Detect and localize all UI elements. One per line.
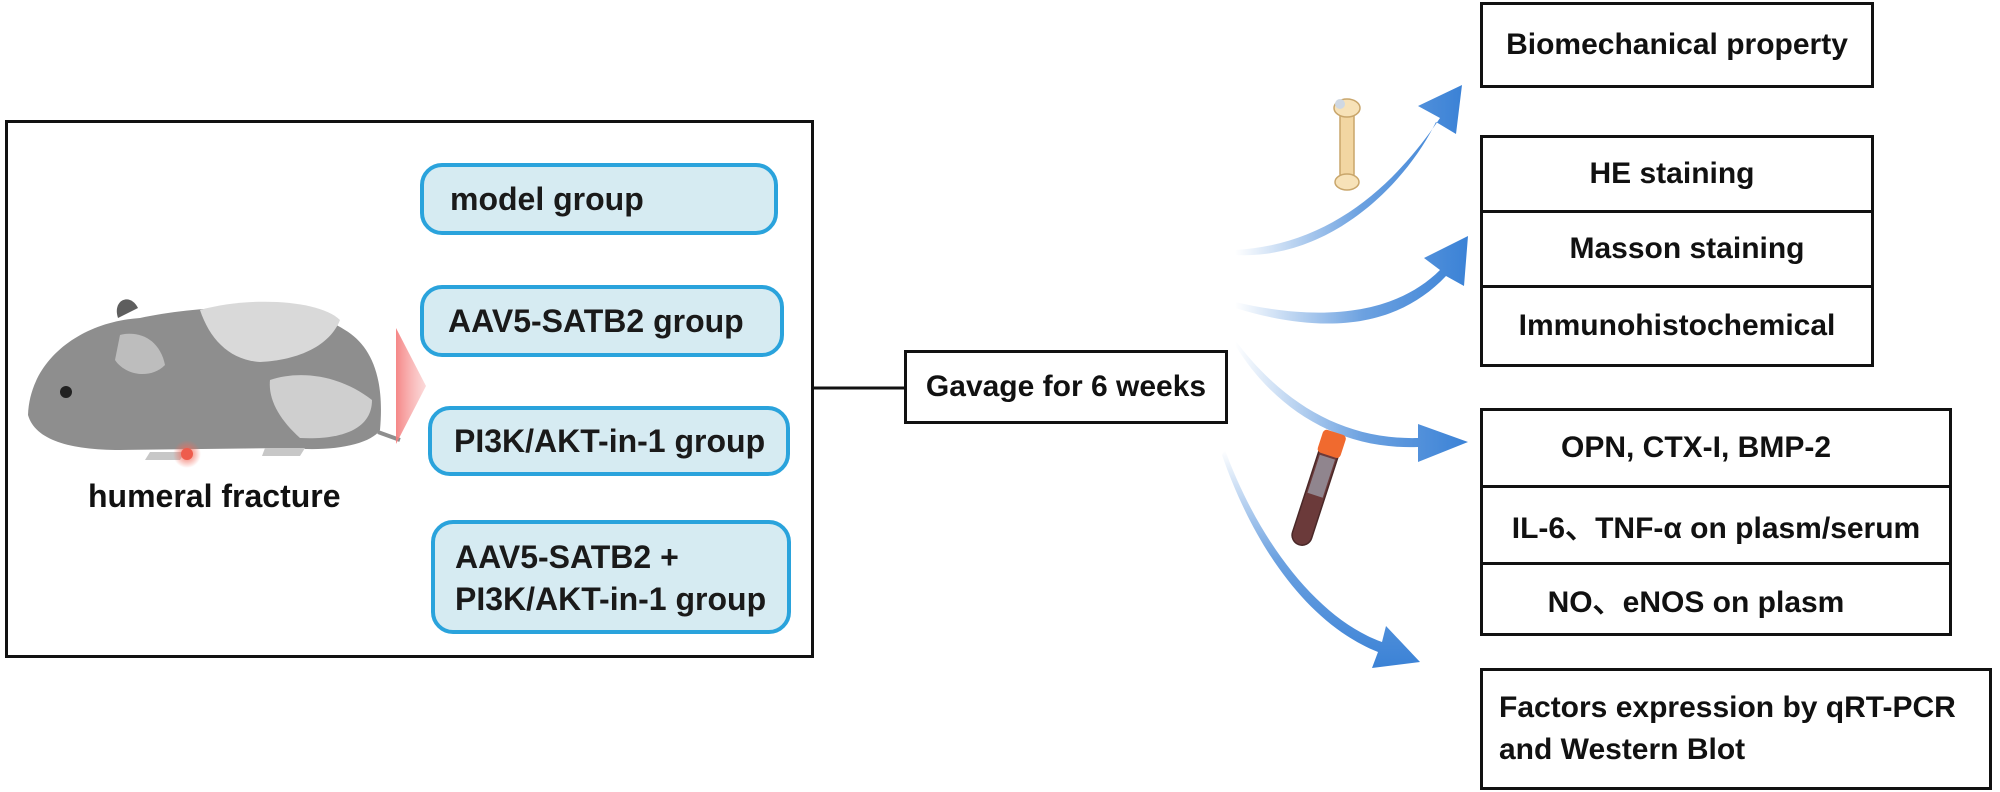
histology-item-he: HE staining: [1480, 135, 1874, 213]
selection-cone: [396, 328, 426, 444]
arrow-to-molecular: [1222, 450, 1420, 668]
model-groups-panel: [5, 120, 814, 658]
arrow-to-biomechanical: [1235, 85, 1462, 256]
gavage-box: Gavage for 6 weeks: [904, 350, 1228, 424]
histology-stack: HE staining Masson staining Immunohistoc…: [1480, 135, 1874, 367]
biomechanical-label: Biomechanical property: [1506, 28, 1848, 61]
histology-item-masson: Masson staining: [1480, 210, 1874, 288]
group-combined: AAV5-SATB2 + PI3K/AKT-in-1 group: [431, 520, 791, 634]
arrow-to-serum: [1235, 340, 1468, 462]
mouse-back-patch: [200, 301, 340, 362]
group-aav5-satb2-label: AAV5-SATB2 group: [448, 302, 744, 339]
mouse-side-patch: [269, 375, 372, 439]
group-pi3k-akt-label: PI3K/AKT-in-1 group: [454, 422, 766, 459]
mouse-eye: [60, 386, 72, 398]
serum-item-no: NO、eNOS on plasm: [1480, 562, 1952, 636]
group-pi3k-akt: PI3K/AKT-in-1 group: [428, 406, 790, 476]
mouse-illustration: [28, 299, 401, 468]
molecular-box: Factors expression by qRT-PCR and Wester…: [1480, 668, 1992, 790]
gavage-label: Gavage for 6 weeks: [925, 370, 1207, 403]
mouse-foot-back: [262, 448, 305, 456]
serum-stack: OPN, CTX-I, BMP-2 IL-6、TNF-α on plasm/se…: [1480, 408, 1952, 636]
blood-tube-icon: [1291, 429, 1346, 546]
serum-item-il6: IL-6、TNF-α on plasm/serum: [1480, 485, 1952, 565]
serum-item-il6-label: IL-6、TNF-α on plasm/serum: [1511, 512, 1921, 545]
histology-item-ihc: Immunohistochemical: [1480, 285, 1874, 367]
model-caption: humeral fracture: [88, 478, 341, 514]
histology-item-ihc-label: Immunohistochemical: [1518, 309, 1836, 342]
bone-icon: [1333, 98, 1361, 191]
serum-item-opn: OPN, CTX-I, BMP-2: [1480, 408, 1952, 488]
mouse-face-patch: [115, 333, 165, 375]
histology-item-masson-label: Masson staining: [1569, 232, 1805, 265]
serum-item-no-label: NO、eNOS on plasm: [1547, 586, 1845, 619]
histology-item-he-label: HE staining: [1589, 157, 1755, 190]
mouse-ear: [116, 299, 138, 318]
group-combined-label: AAV5-SATB2 + PI3K/AKT-in-1 group: [455, 539, 767, 617]
group-model: model group: [420, 163, 778, 235]
group-aav5-satb2: AAV5-SATB2 group: [420, 285, 784, 357]
biomechanical-box: Biomechanical property: [1480, 2, 1874, 88]
group-model-label: model group: [450, 180, 644, 217]
arrow-to-histology: [1235, 236, 1468, 324]
serum-item-opn-label: OPN, CTX-I, BMP-2: [1560, 431, 1831, 464]
molecular-label: Factors expression by qRT-PCR and Wester…: [1499, 691, 1956, 766]
